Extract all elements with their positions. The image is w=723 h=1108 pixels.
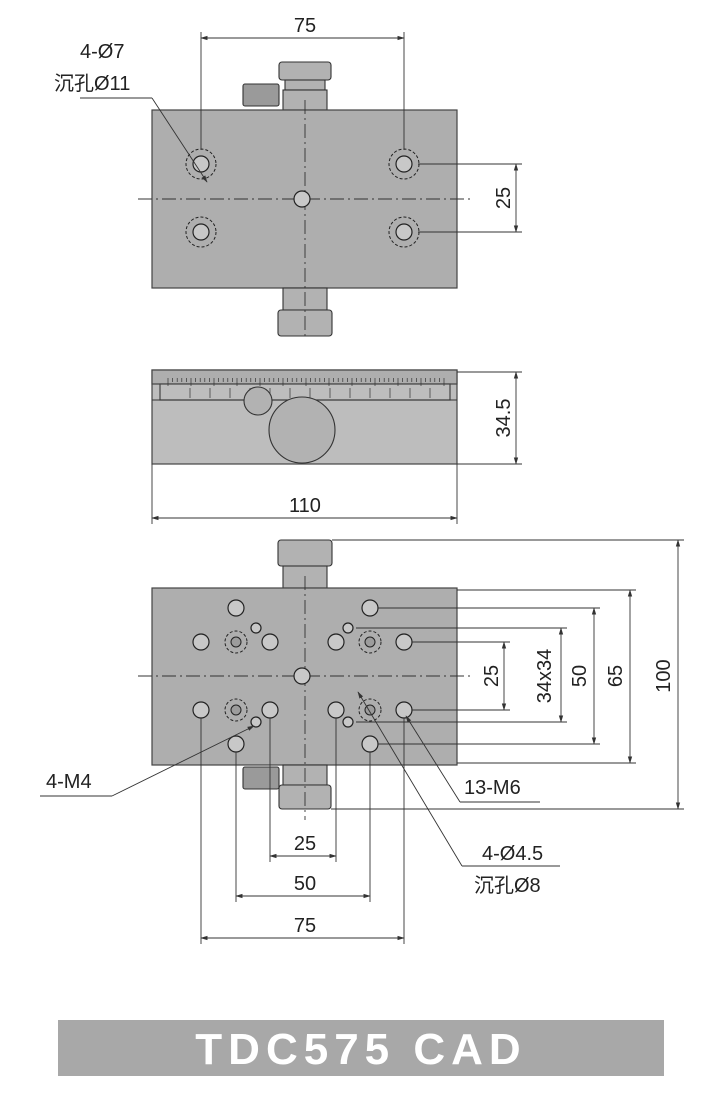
dim-bottom-50-h: 50: [294, 873, 316, 895]
top-hole-callout-2: 沉孔Ø11: [54, 72, 130, 95]
bottom-knob-upper: [277, 539, 333, 589]
dim-bottom-100: 100: [653, 659, 675, 692]
dim-side-length: 110: [289, 495, 321, 517]
dim-top-pitch: 25: [493, 187, 515, 209]
callout-m4: 4-M4: [46, 771, 92, 793]
m4-holes: [250, 622, 354, 728]
dim-bottom-75-h: 75: [294, 915, 316, 937]
dim-bottom-50-v: 50: [569, 665, 591, 687]
top-knob-upper: [242, 61, 332, 111]
bottom-view: 25 34x34 50 65 100 25 50 75 4-M4: [40, 539, 684, 944]
top-hole-callout-1: 4-Ø7: [80, 41, 124, 63]
dim-bottom-34x34: 34x34: [534, 649, 556, 704]
bottom-knob-lower: [242, 764, 332, 810]
side-view: 34.5 110: [151, 369, 522, 524]
title-banner: TDC575 CAD: [58, 1020, 664, 1076]
title-text: TDC575 CAD: [195, 1025, 526, 1074]
dim-bottom-25-h: 25: [294, 833, 316, 855]
dim-bottom-25-v: 25: [481, 665, 503, 687]
center-hole: [293, 190, 311, 208]
callout-m6: 13-M6: [464, 777, 521, 799]
side-small-knob: [243, 386, 273, 416]
callout-cbore-1: 4-Ø4.5: [482, 843, 543, 865]
counterbore-hole: [185, 216, 217, 248]
dim-bottom-65: 65: [605, 665, 627, 687]
top-view: 75 25 4-Ø7 沉孔Ø11: [54, 15, 522, 340]
dim-top-width: 75: [294, 15, 316, 37]
side-large-knob: [268, 396, 336, 464]
callout-cbore-2: 沉孔Ø8: [474, 874, 541, 897]
cbore-holes: [224, 630, 382, 722]
scale-ticks: [167, 378, 445, 398]
dim-side-height: 34.5: [493, 399, 515, 438]
